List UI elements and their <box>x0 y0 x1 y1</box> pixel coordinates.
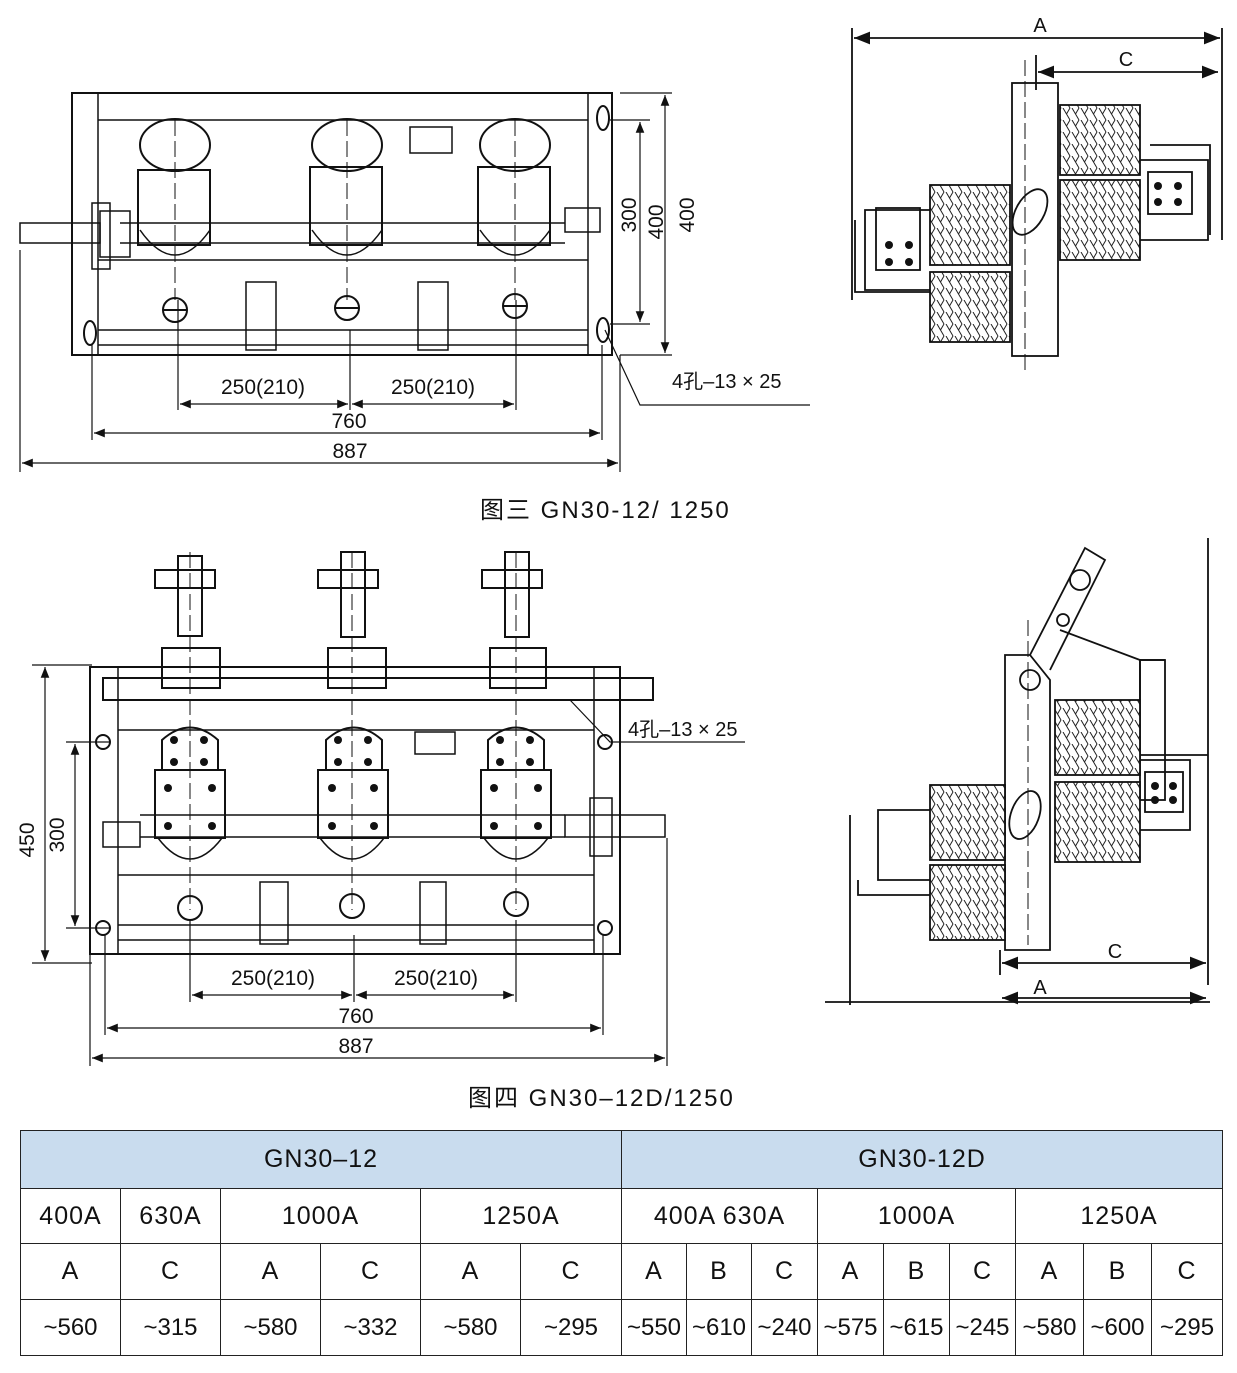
dim-cell: A <box>1015 1243 1084 1300</box>
fig4-side-label-c: C <box>1108 941 1122 963</box>
value-cell: ~332 <box>320 1299 421 1356</box>
fig3-dim-h300: 300 <box>618 197 641 232</box>
dim-cell: C <box>120 1243 221 1300</box>
fig4-side-label-a: A <box>1033 977 1047 999</box>
group-header-gn30-12: GN30–12 <box>20 1130 622 1189</box>
group-header-gn30-12d: GN30-12D <box>620 1130 1224 1189</box>
value-cell: ~575 <box>817 1299 884 1356</box>
value-cell: ~245 <box>949 1299 1016 1356</box>
rating-cell: 1000A <box>817 1188 1016 1244</box>
value-cell: ~560 <box>20 1299 121 1356</box>
fig4-pole-2 <box>317 551 389 919</box>
rating-cell: 400A 630A <box>621 1188 818 1244</box>
value-cell: ~580 <box>220 1299 321 1356</box>
fig4-dim-spacing-1: 250(210) <box>231 967 315 990</box>
fig4-side-bolts <box>1151 782 1177 804</box>
fig4-dim-outer-width: 887 <box>338 1035 373 1058</box>
fig4-dim-inner-width: 760 <box>338 1005 373 1028</box>
table-row: ~560 ~315 ~580 ~332 ~580 ~295 ~550 ~610 … <box>20 1299 1224 1356</box>
dim-cell: B <box>883 1243 950 1300</box>
fig3-side-view <box>851 28 1223 375</box>
dim-cell: C <box>520 1243 622 1300</box>
dim-cell: A <box>817 1243 884 1300</box>
fig3-side-label-c: C <box>1119 49 1133 71</box>
dim-cell: A <box>220 1243 321 1300</box>
dim-cell: A <box>420 1243 521 1300</box>
fig4-dimension-lines <box>32 664 745 1066</box>
dim-cell: C <box>949 1243 1016 1300</box>
value-cell: ~580 <box>420 1299 521 1356</box>
dim-cell: C <box>320 1243 421 1300</box>
fig3-dim-outer-width: 887 <box>332 440 367 463</box>
dim-cell: A <box>621 1243 687 1300</box>
fig3-dim-h400a: 400 <box>645 204 668 239</box>
table-row: GN30–12 GN30-12D <box>20 1130 1224 1189</box>
value-cell: ~610 <box>686 1299 752 1356</box>
rating-cell: 1250A <box>420 1188 622 1244</box>
fig4-dim-h450: 450 <box>16 822 39 857</box>
drawing-canvas: 250(210) 250(210) 760 887 300 400 400 4孔… <box>16 15 1223 1066</box>
figure4-caption: 图四 GN30–12D/1250 <box>468 1085 735 1112</box>
fig4-side-view <box>825 538 1210 1005</box>
rating-cell: 400A <box>20 1188 121 1244</box>
rating-cell: 1250A <box>1014 1188 1224 1244</box>
value-cell: ~315 <box>120 1299 221 1356</box>
rating-cell: 630A <box>120 1188 221 1244</box>
fig3-dim-spacing-1: 250(210) <box>221 376 305 399</box>
value-cell: ~580 <box>1015 1299 1084 1356</box>
fig3-pole-2 <box>309 118 383 321</box>
table-row: A C A C A C A B C A B C A B C <box>20 1243 1224 1300</box>
fig4-front-view <box>89 551 666 955</box>
dim-cell: A <box>20 1243 121 1300</box>
spec-table: GN30–12 GN30-12D 400A 630A 1000A 1250A 4… <box>20 1130 1224 1356</box>
dim-cell: C <box>1150 1243 1224 1300</box>
figure3-caption: 图三 GN30-12/ 1250 <box>480 497 731 524</box>
fig3-dim-spacing-2: 250(210) <box>391 376 475 399</box>
value-cell: ~295 <box>1150 1299 1224 1356</box>
value-cell: ~550 <box>621 1299 687 1356</box>
fig3-holes-note: 4孔–13 × 25 <box>672 370 782 393</box>
fig3-dim-h400b: 400 <box>676 197 699 232</box>
fig4-holes-note: 4孔–13 × 25 <box>628 718 738 741</box>
fig3-dimension-lines <box>19 92 810 472</box>
fig3-terminal-bolts <box>885 182 1182 266</box>
rating-cell: 1000A <box>220 1188 421 1244</box>
fig3-dim-inner-width: 760 <box>331 410 366 433</box>
fig3-front-view <box>19 92 613 356</box>
fig4-dim-h300: 300 <box>46 817 69 852</box>
table-row: 400A 630A 1000A 1250A 400A 630A 1000A 12… <box>20 1188 1224 1244</box>
value-cell: ~240 <box>751 1299 818 1356</box>
fig4-pole-1 <box>154 552 226 921</box>
fig4-terminal-bolts <box>164 736 542 830</box>
fig4-dim-spacing-2: 250(210) <box>394 967 478 990</box>
value-cell: ~615 <box>883 1299 950 1356</box>
value-cell: ~295 <box>520 1299 622 1356</box>
fig4-pole-3 <box>480 551 552 917</box>
fig3-pole-3 <box>477 118 551 319</box>
fig3-pole-1 <box>137 118 211 323</box>
dim-cell: C <box>751 1243 818 1300</box>
dim-cell: B <box>686 1243 752 1300</box>
fig3-side-label-a: A <box>1033 15 1047 37</box>
dim-cell: B <box>1083 1243 1152 1300</box>
value-cell: ~600 <box>1083 1299 1152 1356</box>
